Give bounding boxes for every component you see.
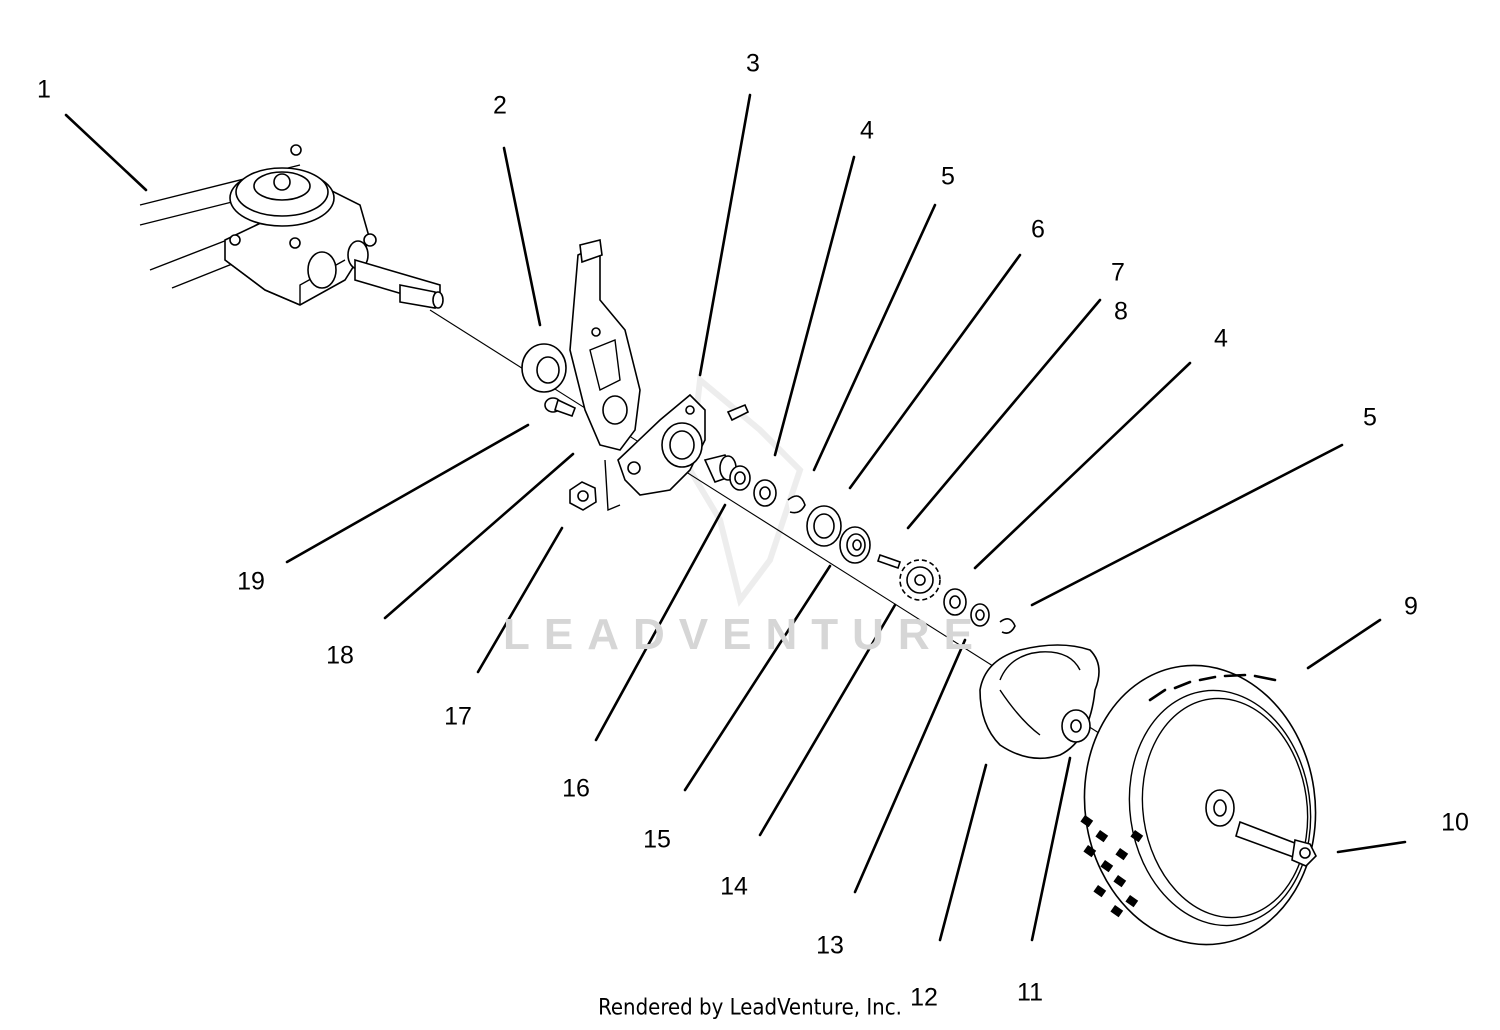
callout-18: 18 (326, 641, 354, 670)
watermark-text: LEADVENTURE (502, 610, 988, 659)
leader-11 (1030, 756, 1072, 942)
callout-13: 13 (816, 931, 844, 960)
callout-4b: 4 (1214, 324, 1228, 353)
wave-washer-part-15 (806, 505, 842, 547)
callout-11: 11 (1017, 978, 1043, 1007)
leader-2 (502, 146, 542, 327)
leader-15 (683, 564, 832, 792)
leader-14 (758, 603, 897, 837)
bushing-part-16 (703, 454, 751, 491)
leader-16 (594, 503, 727, 742)
e-clip-part-5b (999, 618, 1016, 634)
leader-12 (938, 763, 988, 942)
leader-5b (1030, 443, 1344, 607)
pinion-gear-part-14 (899, 559, 941, 601)
transmission-assembly (139, 144, 444, 309)
leader-1 (64, 113, 148, 192)
leader-4b (973, 361, 1192, 570)
bolt-part-19 (544, 397, 577, 418)
callout-6: 6 (1031, 215, 1045, 244)
callout-4a: 4 (860, 116, 874, 145)
callout-19: 19 (237, 567, 265, 596)
height-adjust-bracket (569, 239, 641, 512)
callout-17: 17 (444, 702, 472, 731)
bearing-part-6 (839, 526, 871, 564)
leader-3 (698, 93, 752, 377)
key-part-8 (876, 553, 902, 570)
washer-part-4a (753, 479, 777, 507)
watermark-logo (686, 374, 804, 607)
callout-7: 7 (1111, 258, 1125, 287)
leader-5a (812, 203, 937, 472)
footer-credit: Rendered by LeadVenture, Inc. (598, 995, 902, 1021)
leader-9 (1306, 618, 1382, 670)
leader-7 (906, 298, 1102, 530)
wheel-part-9 (1080, 664, 1317, 946)
callout-1: 1 (37, 75, 51, 104)
pivot-bracket-part-3 (617, 393, 750, 496)
callout-8: 8 (1114, 297, 1128, 326)
leader-17 (476, 526, 564, 674)
washer-part-2 (521, 343, 567, 393)
callout-14: 14 (720, 872, 748, 901)
leader-19 (285, 423, 530, 564)
callout-16: 16 (562, 774, 590, 803)
callout-2: 2 (493, 91, 507, 120)
leader-lines (64, 93, 1407, 942)
e-clip-part-5a (787, 495, 806, 514)
washer-part-4b (943, 588, 967, 616)
callout-5b: 5 (1363, 403, 1377, 432)
callout-15: 15 (643, 825, 671, 854)
callout-3: 3 (746, 49, 760, 78)
wheel-bolt-part-10 (1235, 820, 1317, 867)
callout-10: 10 (1441, 808, 1469, 837)
hubcap-part-11 (1061, 709, 1091, 743)
leader-18 (383, 452, 575, 620)
leader-4a (773, 155, 856, 457)
callout-12: 12 (910, 983, 938, 1012)
leader-13 (853, 638, 967, 894)
callout-9: 9 (1404, 592, 1418, 621)
leader-10 (1336, 840, 1407, 854)
spacer-part-13 (970, 603, 990, 627)
callout-5a: 5 (941, 162, 955, 191)
leader-6 (848, 253, 1022, 490)
nut-part-17 (569, 481, 597, 511)
